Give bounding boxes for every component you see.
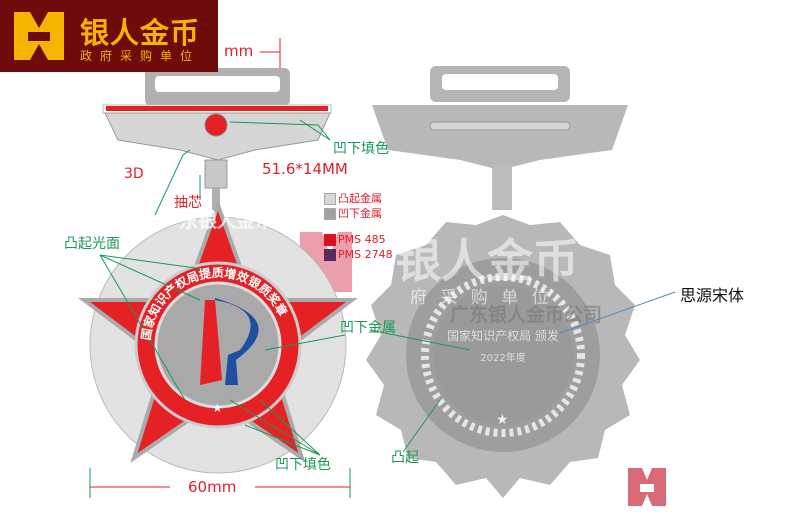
back-issuer-text: 国家知识产权局 颁发: [447, 328, 559, 343]
legend-item: PMS 485: [324, 233, 393, 247]
font-note-leader: [559, 291, 676, 334]
back-year-text: 2022年度: [480, 351, 525, 364]
svg-text:★: ★: [496, 412, 509, 428]
font-note-label: 思源宋体: [680, 286, 745, 305]
fill-recessed-bottom-label: 凹下填色: [275, 457, 331, 473]
ribbon-size-label: 51.6*14MM: [262, 160, 348, 178]
svg-text:★: ★: [212, 401, 223, 415]
legend-label: 凸起金属: [338, 192, 382, 205]
raised-label: 凸起: [391, 450, 419, 466]
swatch-icon: [324, 193, 336, 205]
legend-label: PMS 485: [338, 233, 386, 246]
top-dimension-label: mm: [224, 42, 254, 60]
brand-logo-icon: [14, 12, 64, 60]
recessed-metal-label: 凹下金属: [340, 320, 396, 336]
watermark-company-2: 广东银人金币公司: [450, 304, 603, 326]
front-hanger: [102, 68, 332, 210]
watermark-company: 广东银人金币公司: [160, 210, 313, 232]
brand-header: 银人金币 政府采购单位: [0, 0, 218, 72]
raised-polished-label: 凸起光面: [64, 236, 120, 252]
legend-item: 凸起金属: [324, 192, 393, 206]
brand-title: 银人金币: [80, 16, 201, 50]
legend-item: PMS 2748: [324, 248, 393, 262]
watermark-brand: 银人金币: [395, 234, 579, 288]
back-medal: 国家知识产权局 颁发 2022年度 ★: [366, 66, 640, 498]
color-legend: 凸起金属 凹下金属 PMS 485 PMS 2748: [324, 192, 393, 263]
swatch-icon: [324, 234, 336, 246]
watermark-sub: 府 采 购 单 位: [410, 288, 553, 308]
leader-lines: [89, 119, 471, 498]
swatch-icon: [324, 249, 336, 261]
legend-label: PMS 2748: [338, 248, 393, 261]
width-dimension-label: 60mm: [188, 478, 237, 496]
core-pull-label: 抽芯: [174, 195, 202, 211]
watermark-logo-icon: [628, 468, 666, 506]
brand-subtitle: 政府采购单位: [80, 49, 201, 63]
fill-recessed-top-label: 凹下填色: [333, 141, 389, 157]
legend-label: 凹下金属: [338, 207, 382, 220]
swatch-icon: [324, 208, 336, 220]
3d-label: 3D: [124, 166, 144, 182]
legend-item: 凹下金属: [324, 207, 393, 221]
